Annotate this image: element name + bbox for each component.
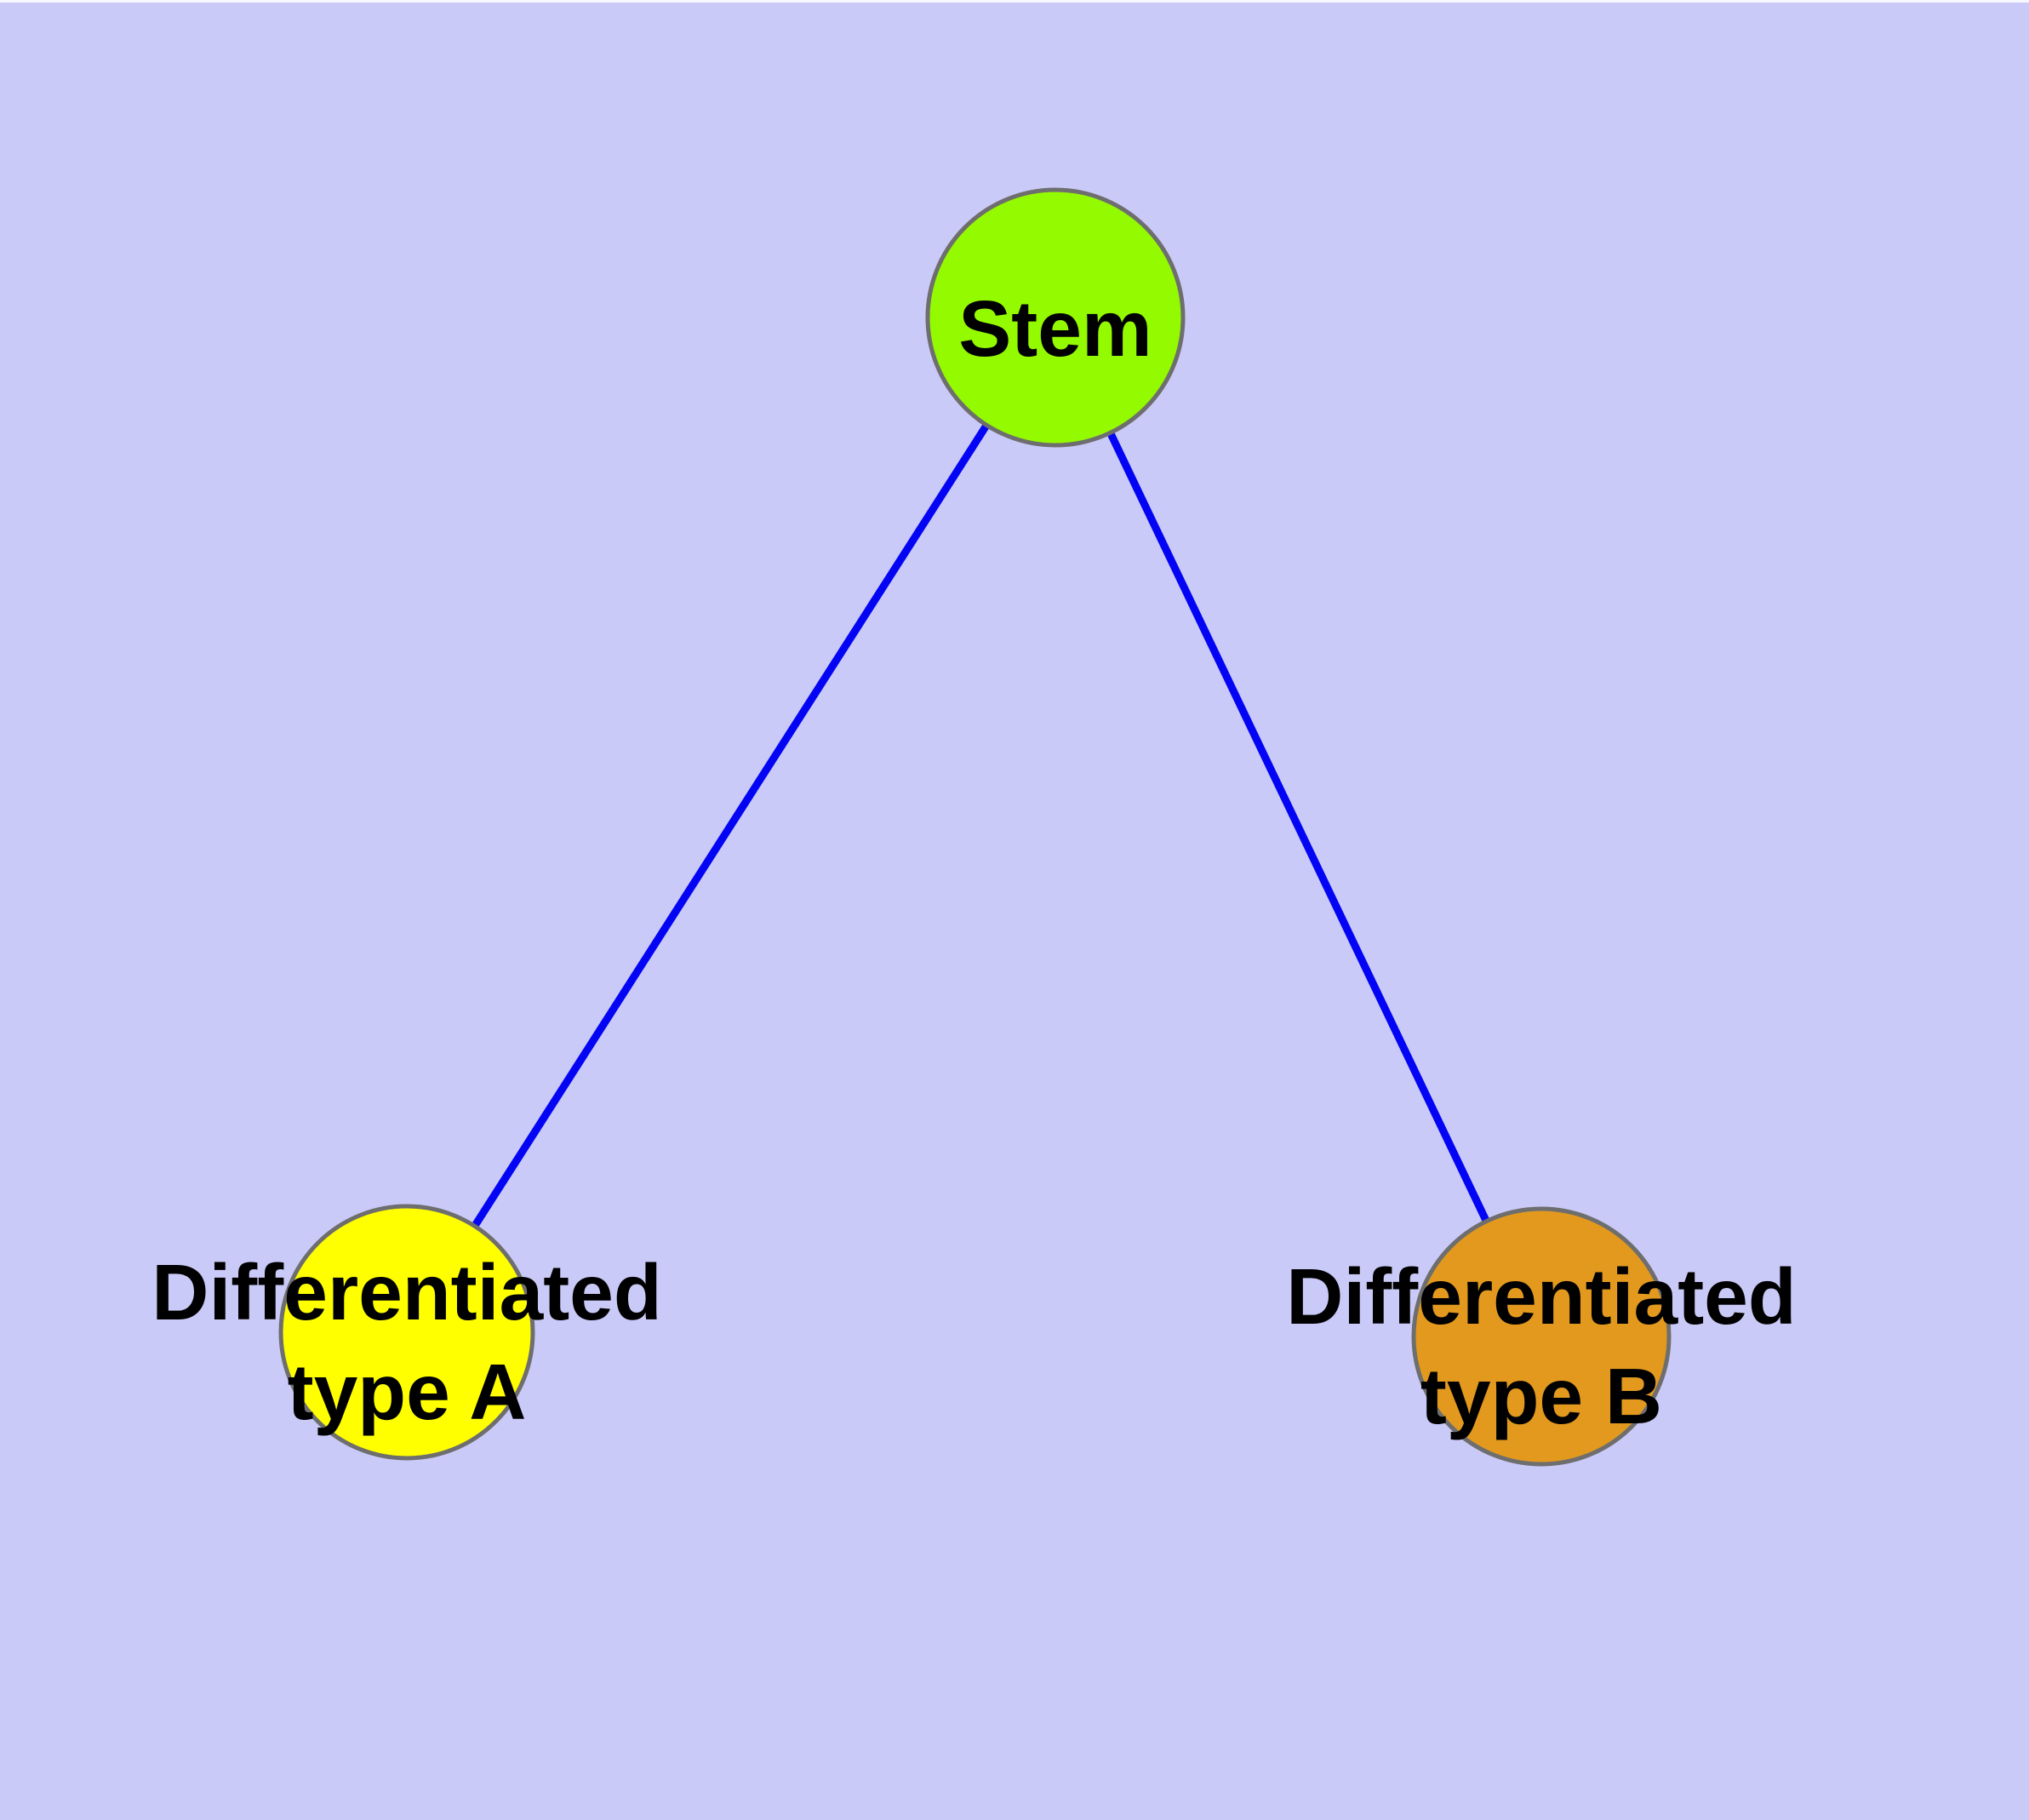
node-type-b [1411,1206,1672,1467]
node-label-line: type B [1420,1352,1662,1440]
node-stem [925,187,1186,448]
node-label-line: Differentiated [151,1248,661,1336]
node-label-line: type A [288,1348,527,1436]
node-type-a [278,1204,535,1461]
node-label-line: Stem [958,284,1152,373]
edge-stem-type-a [403,315,1059,1335]
node-label-type-a: Differentiated type A [151,1248,661,1436]
node-label-line: Differentiated [1286,1252,1796,1341]
node-label-type-b: Differentiated type B [1286,1252,1796,1440]
edge-stem-type-b [1051,316,1546,1338]
plot-top-edge-line [0,0,2029,3]
node-label-stem: Stem [958,284,1152,373]
